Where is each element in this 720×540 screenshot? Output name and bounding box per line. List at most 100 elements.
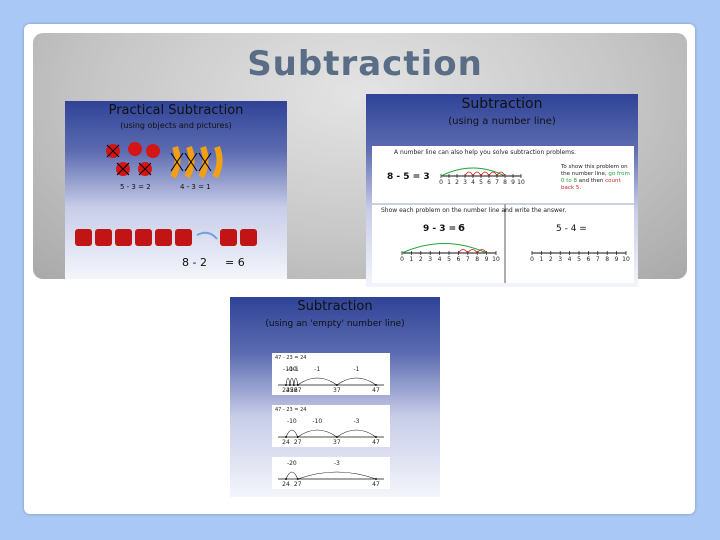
jump-arc <box>336 429 377 438</box>
tick-label: 7 <box>495 179 499 186</box>
tick-label: 8 <box>475 256 479 263</box>
jump-arc <box>297 429 338 438</box>
jump-label: -1 <box>314 366 320 373</box>
panel1-subtitle: (using objects and pictures) <box>120 121 232 130</box>
tick-label: 3 <box>428 256 432 263</box>
tick-label: 1 <box>539 256 543 263</box>
tick-label: 6 <box>586 256 590 263</box>
tick-label: 1 <box>447 179 451 186</box>
jump-label: -10 <box>287 418 297 425</box>
jump-label: -1 <box>293 366 299 373</box>
jump-arc <box>289 377 295 386</box>
panel2-problem-b: 5 - 4 = <box>556 224 587 234</box>
mark-label: 24 <box>282 387 290 394</box>
apple-icons <box>106 142 160 176</box>
panel2-answer-a: 6 <box>458 223 465 234</box>
jump-label: -3 <box>353 418 359 425</box>
mark-label: 47 <box>372 439 380 446</box>
box3-empty-line: 24 27 47 -3 -20 <box>278 460 384 488</box>
jump-label: -20 <box>287 460 297 467</box>
panel2-example: 8 - 5 = 3 <box>387 172 430 182</box>
tick-label: 2 <box>455 179 459 186</box>
jump-back <box>464 171 474 177</box>
panel-number-line: Subtraction (using a number line) A numb… <box>366 94 638 287</box>
jump-arc <box>285 429 299 438</box>
tick-label: 6 <box>487 179 491 186</box>
panel-practical-subtraction: Practical Subtraction (using objects and… <box>65 101 287 279</box>
slide-title: Subtraction <box>247 44 483 84</box>
panel3-box3: 24 27 47 -3 -20 <box>272 457 390 489</box>
jump-back <box>488 171 498 177</box>
panel3-subtitle: (using an 'empty' number line) <box>265 319 405 329</box>
jump-arc <box>285 377 291 386</box>
panel1-eq3: 8 - 2 <box>182 256 207 269</box>
mark-label: 24 <box>282 439 290 446</box>
banana-icons <box>170 145 223 179</box>
jump-back <box>458 249 469 254</box>
jump-label: -10 <box>283 366 293 373</box>
panel2-intro: A number line can also help you solve su… <box>394 149 577 156</box>
tick-label: 6 <box>456 256 460 263</box>
panel2-explanation: To show this problem on the number line,… <box>561 164 630 191</box>
panel1-eq1: 5 - 3 = 2 <box>120 183 151 191</box>
panel3-box2: 47 - 23 = 24 24 27 37 47 -3 -10 -10 <box>272 405 390 447</box>
mark-label: 47 <box>372 387 380 394</box>
tick-label: 10 <box>492 256 500 263</box>
tick-label: 2 <box>549 256 553 263</box>
tick-label: 5 <box>479 179 483 186</box>
box2-equation: 47 - 23 = 24 <box>275 407 307 413</box>
jump-arc <box>293 377 299 386</box>
mark-label: 37 <box>333 439 341 446</box>
tick-label: 7 <box>466 256 470 263</box>
panel1-eq4: = 6 <box>225 256 245 269</box>
jump-forward <box>401 243 487 254</box>
jump-label: -3 <box>334 460 340 467</box>
jump-label: -10 <box>287 366 297 373</box>
jump-arc <box>336 377 377 386</box>
tick-label: 9 <box>615 256 619 263</box>
jump-label: -10 <box>312 418 322 425</box>
panel1-title: Practical Subtraction <box>108 103 244 118</box>
tick-label: 1 <box>409 256 413 263</box>
tick-label: 4 <box>438 256 442 263</box>
mark-label: 25 <box>286 387 294 394</box>
panel1-eq2: 4 - 3 = 1 <box>180 183 211 191</box>
tick-label: 0 <box>530 256 534 263</box>
tick-label: 0 <box>400 256 404 263</box>
jump-label: -1 <box>353 366 359 373</box>
box1-equation: 47 - 23 = 24 <box>275 355 307 361</box>
tick-label: 7 <box>596 256 600 263</box>
tick-label: 2 <box>419 256 423 263</box>
tick-label: 5 <box>447 256 451 263</box>
mark-label: 27 <box>294 481 302 488</box>
tick-label: 4 <box>568 256 572 263</box>
tick-label: 3 <box>463 179 467 186</box>
tick-label: 3 <box>558 256 562 263</box>
blocks-icons <box>75 229 257 246</box>
tick-label: 9 <box>511 179 515 186</box>
tick-label: 10 <box>622 256 630 263</box>
panel2-title: Subtraction <box>461 96 543 112</box>
tick-label: 9 <box>485 256 489 263</box>
mark-label: 26 <box>290 387 298 394</box>
panel1-illustration <box>75 142 257 246</box>
mark-label: 37 <box>333 387 341 394</box>
jump-back <box>476 249 487 254</box>
jump-arc <box>297 377 338 386</box>
mark-label: 27 <box>294 387 302 394</box>
mark-label: 27 <box>294 439 302 446</box>
tick-label: 4 <box>471 179 475 186</box>
jump-back <box>472 171 482 177</box>
panel2-card: A number line can also help you solve su… <box>372 146 634 283</box>
mark-label: 47 <box>372 481 380 488</box>
tick-label: 5 <box>577 256 581 263</box>
tick-label: 8 <box>503 179 507 186</box>
jump-arc <box>285 471 299 480</box>
mark-label: 24 <box>282 481 290 488</box>
panel3-title: Subtraction <box>297 299 373 314</box>
panel2-subtitle: (using a number line) <box>448 116 556 127</box>
